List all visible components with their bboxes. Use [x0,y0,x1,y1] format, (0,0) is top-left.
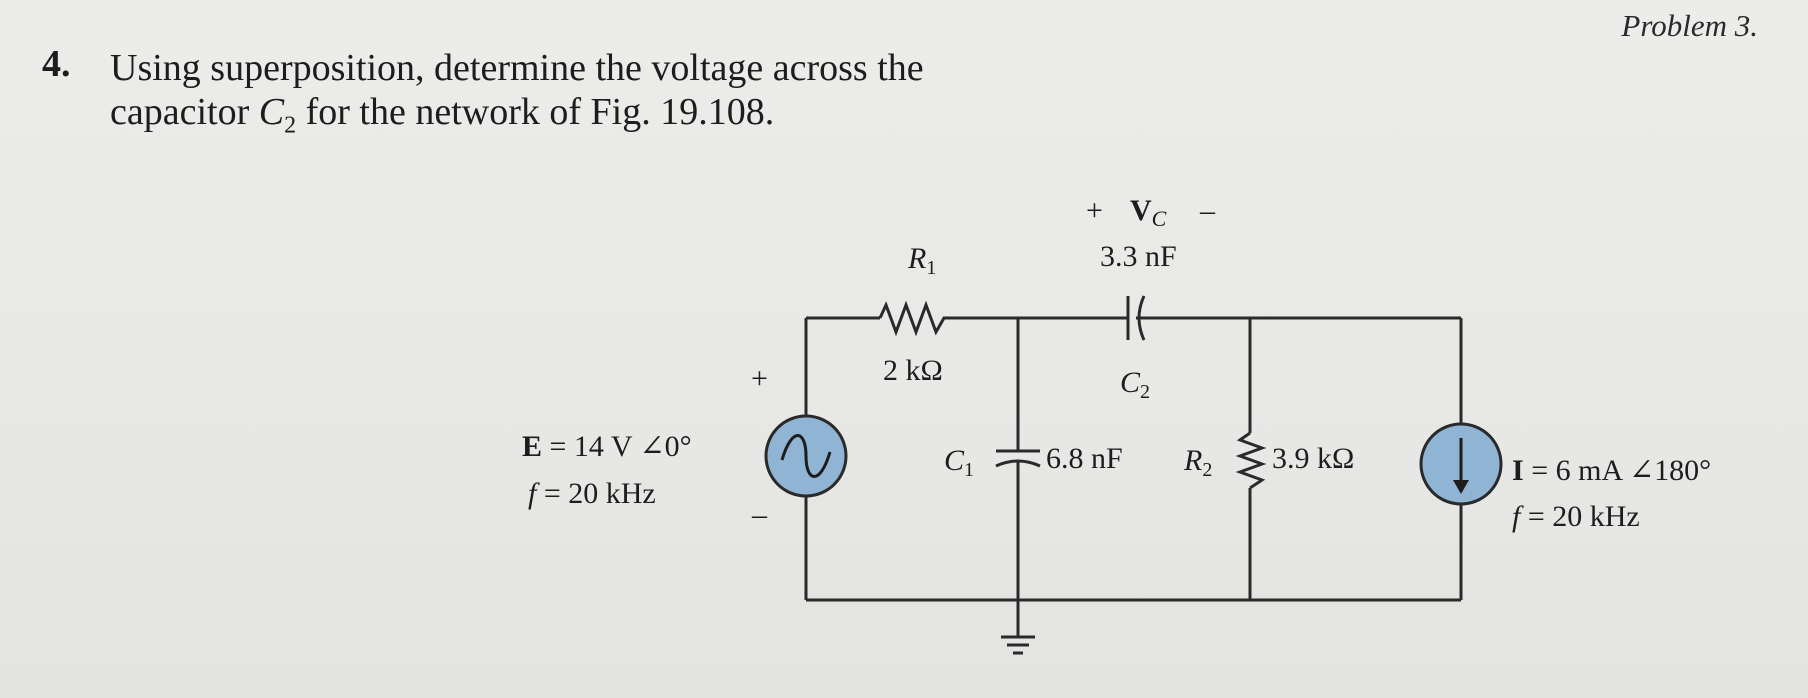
source-e-f-eq: = 20 kHz [536,477,655,510]
ground-icon [1001,635,1035,655]
c2-subscript: 2 [1140,381,1150,403]
c2-value: 3.3 nF [1100,240,1177,273]
source-e-plus: + [751,362,768,395]
problem-text-line-1: Using superposition, determine the volta… [110,47,924,89]
r2-subscript: 2 [1202,459,1212,481]
c1-capacitor-symbol [995,449,1041,468]
c2-var: C [1120,366,1141,399]
r2-var: R [1183,444,1202,477]
c2-label: C2 [1120,366,1150,403]
source-e-equation: E = 14 V ∠0° [522,430,692,463]
r2-resistor-symbol [1235,431,1267,490]
source-i-var: I [1512,454,1524,487]
c2-capacitor-symbol [1122,295,1146,341]
c1-label: C1 [944,444,974,481]
problem-number: 4. [42,43,71,85]
vc-plus-sign: + [1086,194,1103,227]
c1-var: C [944,444,965,477]
vc-label: VC [1130,194,1167,231]
source-i-frequency: f = 20 kHz [1512,500,1640,533]
vc-minus-sign: – [1199,194,1216,227]
r1-subscript: 1 [926,257,936,279]
c1-subscript: 1 [964,459,974,481]
source-i-f-eq: = 20 kHz [1520,500,1639,533]
source-e-var: E [522,430,542,463]
c1-value: 6.8 nF [1046,442,1123,475]
r1-label: R1 [907,242,936,279]
capacitor-subscript: 2 [284,112,297,139]
problem-text-post: for the network of Fig. 19.108. [296,91,775,133]
page-note: Problem 3. [1621,8,1758,43]
r2-value: 3.9 kΩ [1272,442,1354,475]
ac-voltage-source-icon [764,414,848,498]
source-e-eq: = 14 V ∠0° [542,430,692,463]
capacitor-var: C [258,91,285,133]
wires [804,316,1463,637]
r1-var: R [907,242,926,275]
vc-var: V [1130,194,1152,227]
r2-label: R2 [1183,444,1212,481]
vc-subscript: C [1152,206,1167,231]
source-e-minus: – [751,498,768,531]
source-i-eq: = 6 mA ∠180° [1524,454,1711,487]
problem-text-pre: capacitor [110,91,259,133]
r1-value: 2 kΩ [883,354,943,387]
source-e-frequency: f = 20 kHz [528,477,656,510]
problem-text-line-2: capacitor C2 for the network of Fig. 19.… [110,90,774,148]
r1-resistor-symbol [878,300,950,337]
source-i-equation: I = 6 mA ∠180° [1512,454,1711,487]
current-source-icon [1419,422,1503,506]
